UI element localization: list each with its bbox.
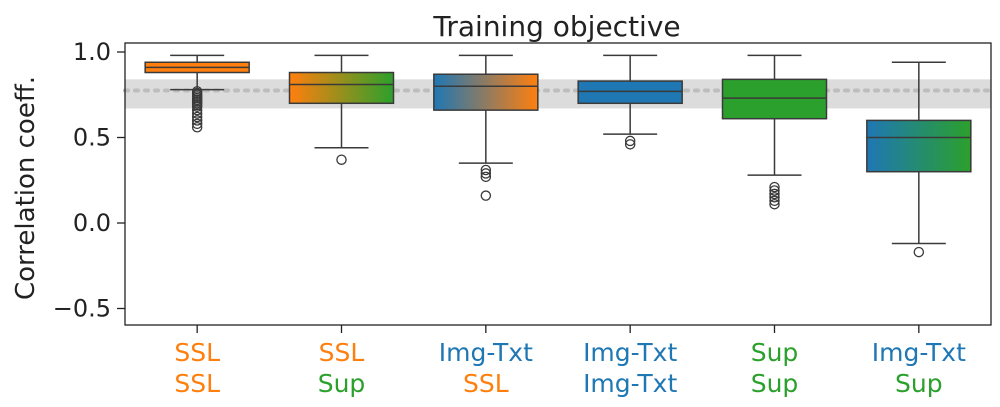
outlier-point [624,139,636,150]
x-label-bottom: SSL [174,369,220,398]
outlier-point [191,118,203,130]
x-label-bottom: Sup [895,369,943,398]
iqr-box [433,73,539,111]
outlier-point [191,115,203,126]
x-label-bottom: SSL [463,369,509,398]
y-tick-label: 1.0 [73,38,111,66]
outlier-point [769,195,780,207]
outlier-point [191,104,203,116]
box-5 [721,54,828,210]
x-label-top: Img-Txt [439,338,533,367]
outlier-point [769,188,780,200]
x-label-top: Img-Txt [583,338,677,367]
x-axis: SSLSSLSSLSupImg-TxtSSLImg-TxtImg-TxtSupS… [174,325,966,398]
y-axis-label: Correlation coeff. [11,76,41,300]
iqr-box [866,119,972,173]
plot-frame [124,42,992,326]
iqr-box [577,80,683,105]
outlier-point [480,168,492,179]
reference-band [123,79,993,109]
boxes [144,54,972,258]
iqr-box [721,78,828,120]
box-1 [144,54,250,133]
box-4 [577,54,683,150]
outlier-point [913,246,925,258]
chart-title: Training objective [432,10,680,43]
x-label-bottom: Sup [751,369,799,398]
outlier-point [624,135,636,147]
x-label-top: Img-Txt [872,338,966,367]
outlier-point [480,171,492,183]
outlier-point [191,108,203,119]
x-label-bottom: Sup [318,369,366,398]
outlier-point [480,164,492,176]
box-2 [288,54,395,165]
outlier-point [480,190,492,201]
outlier-point [769,181,780,193]
box-3 [433,54,539,201]
y-tick-label: 0.5 [73,124,111,152]
outlier-point [769,198,780,210]
outlier-point [191,101,203,112]
y-tick-label: 0.0 [73,209,111,237]
box-6 [866,61,972,258]
reference-band-area [125,79,991,109]
outlier-point [769,192,780,203]
x-label-top: SSL [319,338,365,367]
x-label-top: Sup [751,338,799,367]
x-label-top: SSL [174,338,220,367]
y-axis: −0.5 0.0 0.5 1.0 [53,38,125,323]
outlier-point [769,185,780,196]
iqr-box [288,71,395,105]
x-label-bottom: Img-Txt [583,369,677,398]
y-tick-label: −0.5 [53,295,111,323]
outlier-point [336,154,347,165]
outlier-point [191,111,203,123]
outlier-point [191,121,203,133]
